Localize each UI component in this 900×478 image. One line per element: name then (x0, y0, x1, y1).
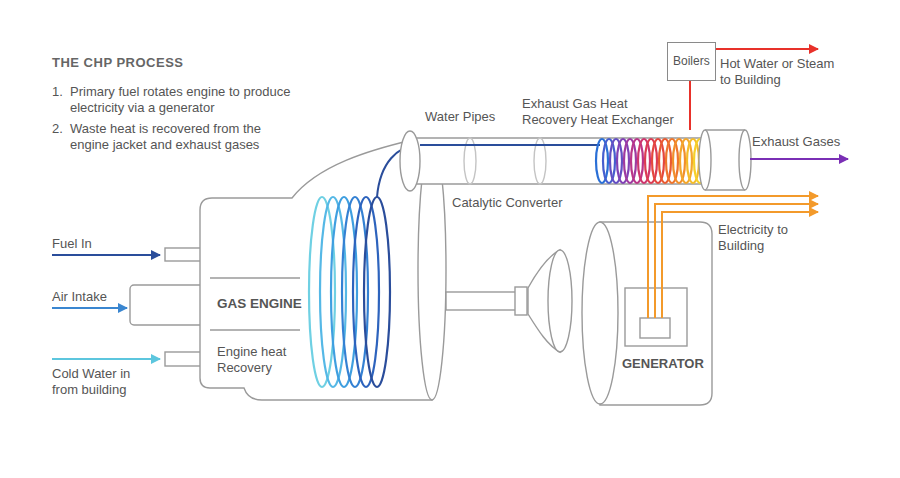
engine-body (200, 140, 432, 400)
power-wire (662, 212, 818, 318)
diagram-title: THE CHP PROCESS (52, 55, 184, 70)
part-label: Catalytic Converter (452, 195, 563, 211)
step-number: 1. (52, 84, 63, 100)
flow-label: Hot Water or Steam to Building (720, 56, 835, 87)
air-arrow (52, 307, 127, 309)
engine-heat-coils (309, 197, 390, 387)
step-text: Waste heat is recovered from the engine … (70, 121, 295, 152)
part-label: Water Pipes (425, 109, 495, 125)
box-label: Boilers (673, 54, 710, 68)
flow-label: Electricity to Building (718, 222, 818, 253)
flow-label: Air Intake (52, 289, 107, 305)
air-intake-pipe (130, 285, 206, 325)
power-wire (655, 204, 818, 318)
water-pipe (420, 144, 600, 146)
power-wire (648, 196, 818, 318)
flow-label: Fuel In (52, 236, 92, 252)
coupling-disc (548, 250, 572, 352)
pipe-wall (410, 138, 708, 184)
step-number: 2. (52, 121, 63, 137)
part-label: Engine heat Recovery (217, 344, 297, 375)
outlet-end (739, 130, 751, 190)
exhaust-outlet (699, 130, 751, 190)
engine-drawing (130, 140, 432, 400)
coil-loop (364, 197, 390, 387)
generator-drawing (528, 222, 712, 405)
outlet-flange (699, 130, 711, 190)
boiler-box: Boilers (667, 42, 716, 81)
heat-exchanger-rings (596, 139, 706, 183)
step-text: Primary fuel rotates engine to produce e… (70, 84, 300, 115)
pipe-fill (410, 138, 710, 184)
cold-water-arrow (52, 358, 160, 360)
part-label: Exhaust Gas Heat Recovery Heat Exchanger (522, 96, 684, 127)
part-name: GAS ENGINE (217, 296, 304, 312)
shaft-collar (515, 287, 527, 315)
generator-label-area: GENERATOR (621, 355, 707, 375)
water-inlet (165, 352, 201, 366)
flow-label: Exhaust Gases (752, 134, 840, 150)
coil-loop (353, 197, 379, 387)
part-name: GENERATOR (622, 356, 706, 372)
flow-label: Cold Water in from building (52, 366, 152, 397)
fuel-inlet (165, 248, 201, 261)
fuel-arrow (52, 254, 160, 256)
engine-label-area: GAS ENGINE (216, 295, 305, 316)
generator-front (582, 222, 618, 404)
exhaust-pipe (400, 131, 710, 191)
exhaust-arrow (750, 158, 848, 160)
terminal-block (640, 318, 670, 338)
electricity-wires (648, 196, 818, 318)
pipe-flange (400, 131, 420, 191)
drive-shaft (446, 292, 516, 310)
hot-water-arrow (712, 48, 818, 50)
hot-water-riser (689, 80, 691, 130)
